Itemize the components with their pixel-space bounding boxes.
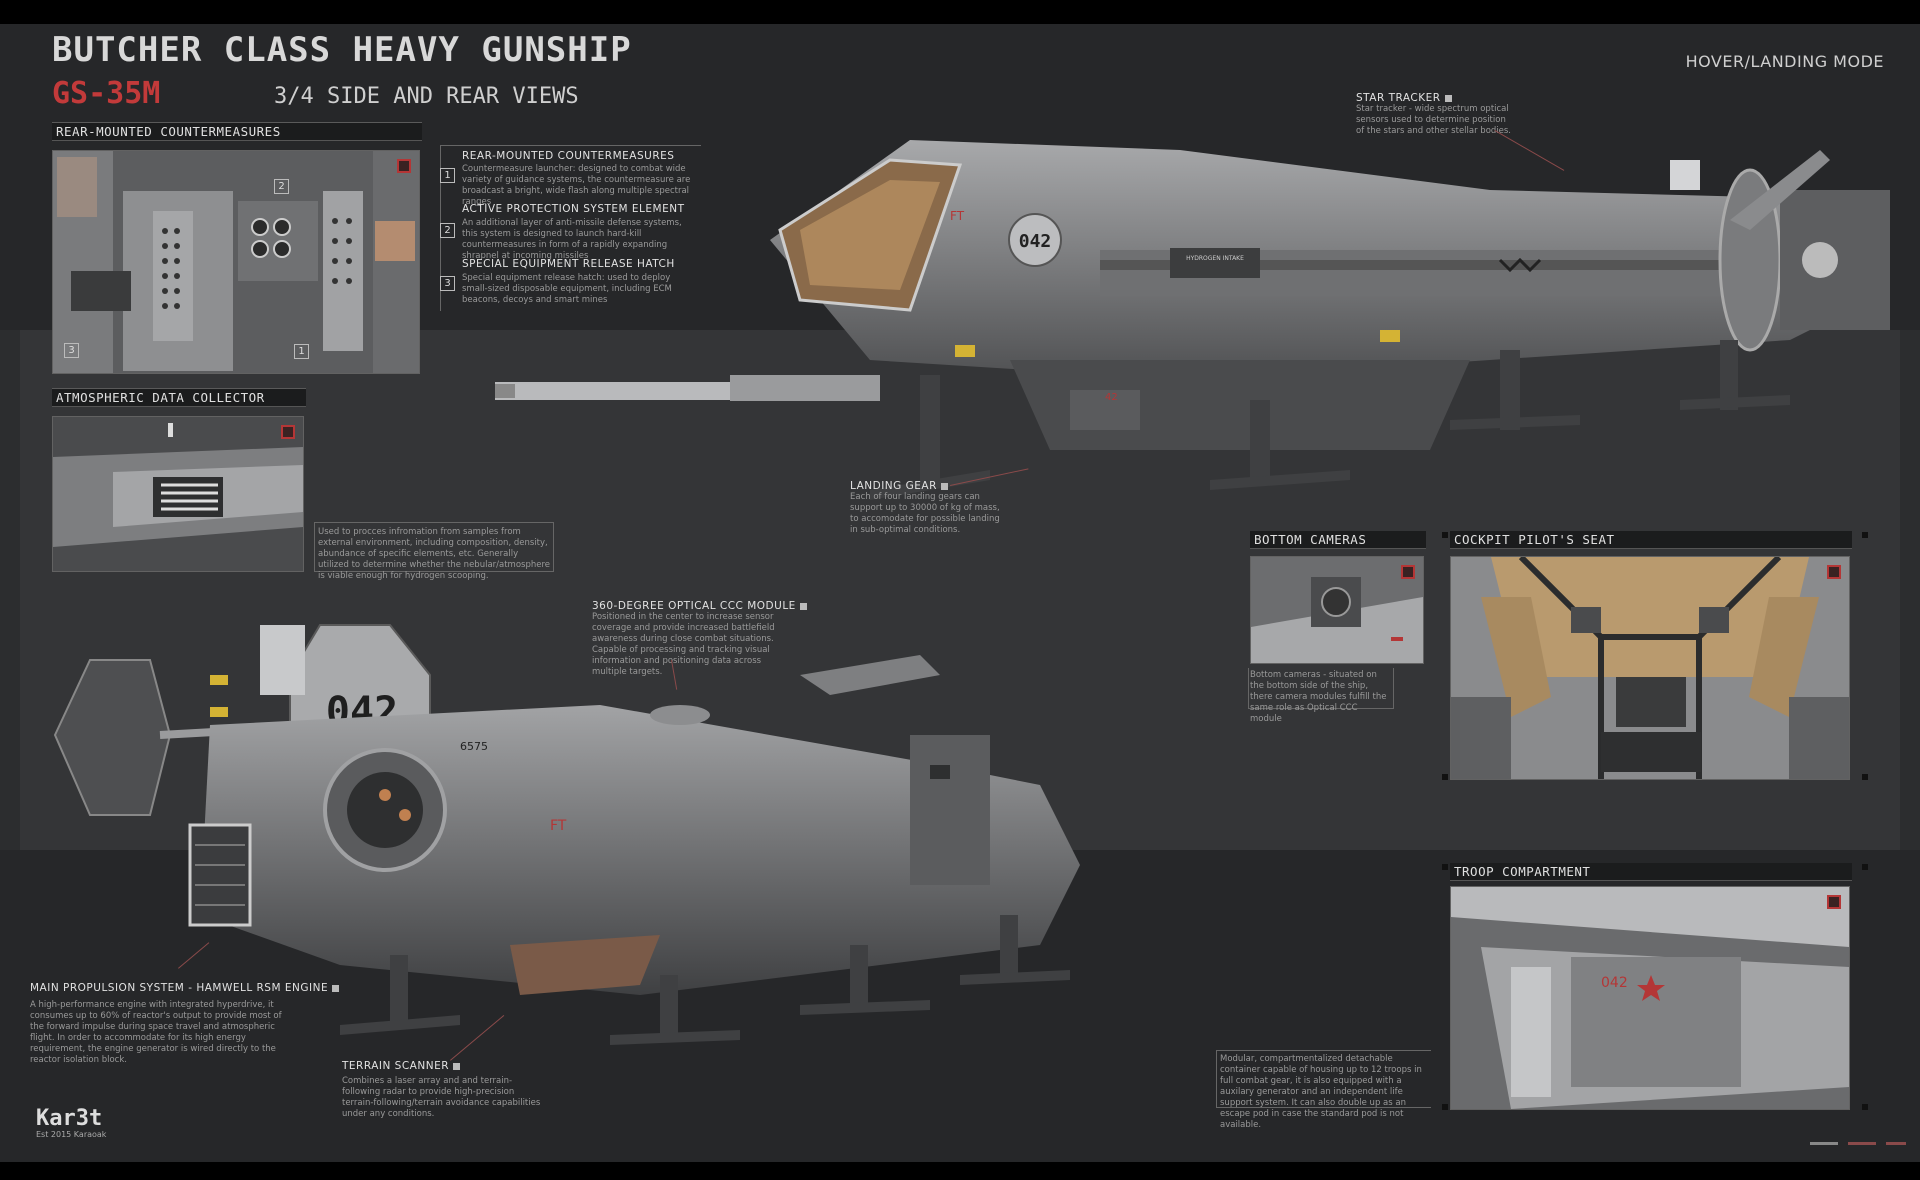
atmospheric-image xyxy=(52,416,304,572)
list-title-2: ACTIVE PROTECTION SYSTEM ELEMENT xyxy=(462,203,685,215)
footer-mark xyxy=(1810,1142,1838,1145)
star-tracker-title: STAR TRACKER xyxy=(1356,92,1452,104)
propulsion-title-text: MAIN PROPULSION SYSTEM - HAMWELL RSM ENG… xyxy=(30,982,329,994)
frame-corner xyxy=(1862,1104,1868,1110)
rear-fin xyxy=(53,659,172,816)
hull-serial: 6575 xyxy=(460,740,488,753)
mode-label: HOVER/LANDING MODE xyxy=(1685,52,1884,71)
top-letterbox xyxy=(0,0,1920,24)
list-number-2: 2 xyxy=(440,223,455,238)
bottom-cameras-image xyxy=(1250,556,1424,664)
callout-number-1: 1 xyxy=(294,344,309,359)
rear-landing-gear xyxy=(340,915,1070,1045)
bottom-cameras-note: Bottom cameras - situated on the bottom … xyxy=(1250,670,1387,724)
optical-title-text: 360-DEGREE OPTICAL CCC MODULE xyxy=(592,600,796,612)
footer-mark xyxy=(1848,1142,1876,1145)
troop-header: TROOP COMPARTMENT xyxy=(1450,863,1852,881)
hull-number: 042 xyxy=(1019,231,1052,252)
list-title-3: SPECIAL EQUIPMENT RELEASE HATCH xyxy=(462,258,675,270)
atmospheric-illustration xyxy=(53,417,303,571)
list-text-2: An additional layer of anti-missile defe… xyxy=(462,218,682,261)
troop-bracket xyxy=(1216,1050,1431,1108)
footer-mark xyxy=(1886,1142,1906,1145)
red-marker xyxy=(1827,565,1841,579)
red-marker xyxy=(281,425,295,439)
terrain-note: Combines a laser array and and terrain-f… xyxy=(342,1076,541,1119)
troop-illustration: 042 xyxy=(1451,887,1849,1109)
cockpit-image xyxy=(1450,556,1850,780)
countermeasures-header: REAR-MOUNTED COUNTERMEASURES xyxy=(52,122,422,141)
atmospheric-note: Used to procces infromation from samples… xyxy=(318,527,551,581)
rear-side-code: FT xyxy=(550,818,567,834)
intake-label: HYDROGEN INTAKE xyxy=(1186,255,1244,262)
ship-side-view: 042 FT HYDROGEN INTAKE 42 xyxy=(495,140,1890,500)
gear-number: 42 xyxy=(1105,392,1118,403)
countermeasures-illustration xyxy=(53,151,419,373)
star-insignia-icon xyxy=(1637,975,1665,1001)
troop-note: Modular, compartmentalized detachable co… xyxy=(1220,1054,1422,1130)
propulsion-title: MAIN PROPULSION SYSTEM - HAMWELL RSM ENG… xyxy=(30,982,340,994)
ship-rear-view: 042 6575 FT xyxy=(53,624,1080,1045)
terrain-square xyxy=(453,1062,461,1070)
star-tracker-square xyxy=(1444,94,1452,102)
artist-logo: Kar3t xyxy=(36,1106,103,1131)
star-tracker-title-text: STAR TRACKER xyxy=(1356,92,1441,104)
cannon-barrel xyxy=(495,382,735,400)
bottom-cameras-header: BOTTOM CAMERAS xyxy=(1250,531,1426,549)
frame-corner xyxy=(1442,532,1448,538)
optical-note: Positioned in the center to increase sen… xyxy=(592,612,775,677)
callout-number-2: 2 xyxy=(274,179,289,194)
view-subtitle: 3/4 SIDE AND REAR VIEWS xyxy=(274,84,579,109)
countermeasures-image: 2 3 1 xyxy=(52,150,420,374)
frame-corner xyxy=(1442,864,1448,870)
troop-number: 042 xyxy=(1601,975,1628,991)
red-marker xyxy=(1401,565,1415,579)
list-text-1: Countermeasure launcher: designed to com… xyxy=(462,164,691,207)
atmospheric-header: ATMOSPHERIC DATA COLLECTOR xyxy=(52,388,306,407)
cockpit-illustration xyxy=(1451,557,1849,779)
bottom-cameras-bracket xyxy=(1248,668,1394,709)
red-marker xyxy=(397,159,411,173)
list-title-1: REAR-MOUNTED COUNTERMEASURES xyxy=(462,150,675,162)
propulsion-square xyxy=(332,984,340,992)
optical-module xyxy=(650,705,710,725)
propulsion-note: A high-performance engine with integrate… xyxy=(30,1000,282,1065)
hull-roundel xyxy=(1008,213,1062,267)
red-marker xyxy=(1827,895,1841,909)
bottom-cameras-illustration xyxy=(1251,557,1423,663)
landing-gear-square xyxy=(940,482,948,490)
atmospheric-bracket xyxy=(314,522,554,572)
frame-corner xyxy=(1862,532,1868,538)
frame-corner xyxy=(1442,774,1448,780)
optical-title: 360-DEGREE OPTICAL CCC MODULE xyxy=(592,600,807,612)
callout-number-3: 3 xyxy=(64,343,79,358)
list-text-3: Special equipment release hatch: used to… xyxy=(462,273,672,305)
landing-gear-title-text: LANDING GEAR xyxy=(850,480,937,492)
optical-square xyxy=(799,602,807,610)
frame-corner xyxy=(1862,864,1868,870)
terrain-title-text: TERRAIN SCANNER xyxy=(342,1060,450,1072)
landing-gear xyxy=(870,340,1790,500)
tower-module xyxy=(260,625,305,695)
troop-image: 042 xyxy=(1450,886,1850,1110)
landing-gear-note: Each of four landing gears can support u… xyxy=(850,492,1000,535)
list-number-3: 3 xyxy=(440,276,455,291)
page-title: BUTCHER CLASS HEAVY GUNSHIP xyxy=(52,30,632,70)
intake-panel xyxy=(1170,248,1260,278)
frame-corner xyxy=(1862,774,1868,780)
frame-corner xyxy=(1442,1104,1448,1110)
cockpit-header: COCKPIT PILOT'S SEAT xyxy=(1450,531,1852,549)
list-number-1: 1 xyxy=(440,168,455,183)
landing-gear-title: LANDING GEAR xyxy=(850,480,948,492)
artist-logo-sub: Est 2015 Karaoak xyxy=(36,1130,107,1139)
bottom-letterbox xyxy=(0,1162,1920,1180)
star-tracker-note: Star tracker - wide spectrum optical sen… xyxy=(1356,104,1512,136)
side-code: FT xyxy=(950,209,965,223)
star-tracker-module xyxy=(1670,160,1700,190)
terrain-title: TERRAIN SCANNER xyxy=(342,1060,461,1072)
ship-code: GS-35M xyxy=(52,76,161,111)
